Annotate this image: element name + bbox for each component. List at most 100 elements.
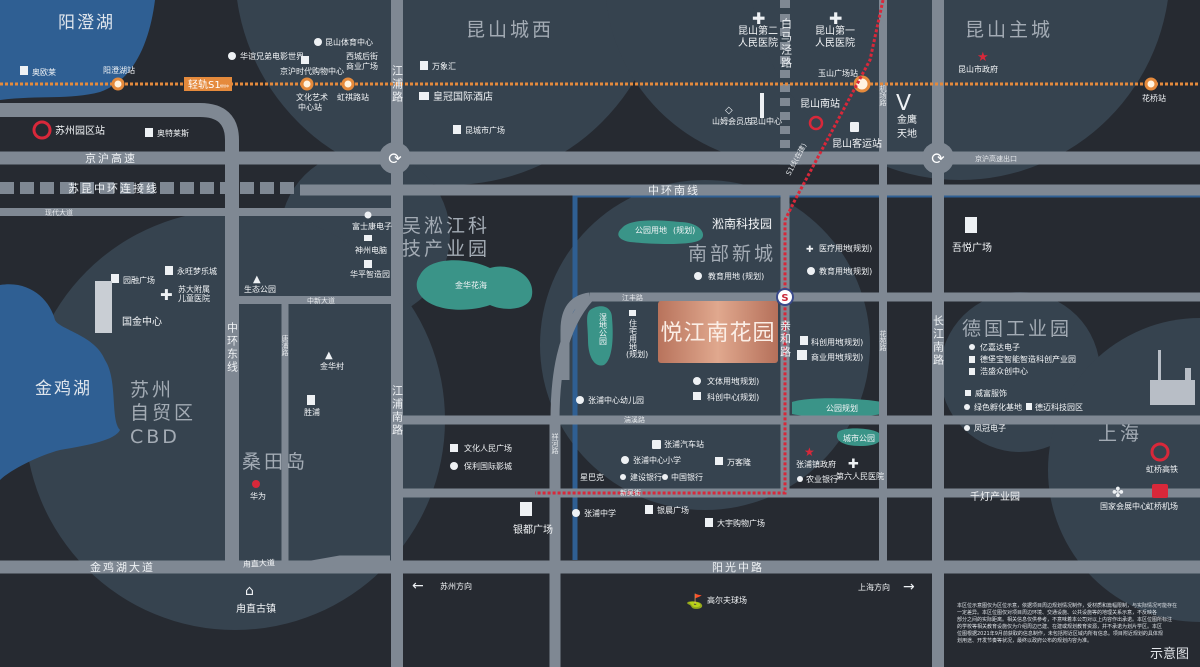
park-land [618,220,704,244]
svg-text:部分之间的实际距离。相关信息仅供参考，不意味着本公司对以上内: 部分之间的实际距离。相关信息仅供参考，不意味着本公司对以上内容作出承诺。本区位图… [957,616,1172,623]
commerce-icon [797,350,807,360]
svg-text:园融广场: 园融广场 [123,275,155,285]
svg-text:金华村: 金华村 [320,361,344,371]
station-hongqi[interactable] [341,77,355,91]
sams-icon: ◇ [725,105,733,116]
shopping-bag-icon [520,502,532,516]
svg-text:金鹰: 金鹰 [897,113,917,126]
svg-text:农业银行: 农业银行 [806,474,838,484]
svg-text:教育用地: 教育用地 [819,266,851,276]
svg-text:昆山主城: 昆山主城 [965,19,1053,41]
svg-text:本区位示意图仅为区位示意，依据项目周边规划情况制作，受材质和: 本区位示意图仅为区位示意，依据项目周边规划情况制作，受材质和篇幅限制，与实际情况… [957,602,1177,609]
svg-text:中环南线: 中环南线 [648,183,700,197]
svg-text:江浦路: 江浦路 [391,65,404,104]
star-icon: ★ [804,445,815,459]
svg-text:银都广场: 银都广场 [513,523,553,536]
disclaimer: 本区位示意图仅为区位示意，依据项目周边规划情况制作，受材质和篇幅限制，与实际情况… [957,602,1177,644]
svg-text:商业广场: 商业广场 [346,61,378,71]
svg-text:亿嘉达电子: 亿嘉达电子 [980,342,1020,352]
svg-text:皇冠国际酒店: 皇冠国际酒店 [433,90,493,103]
svg-text:昆山客运站: 昆山客运站 [832,137,882,150]
svg-text:张浦中心小学: 张浦中心小学 [633,455,681,465]
svg-text:第六人民医院: 第六人民医院 [836,471,884,481]
svg-text:德迈科技园区: 德迈科技园区 [1035,402,1083,412]
rail-stations: 阳澄湖站 文化艺术 中心站 虹祺路站 玉山广场站 花桥站 [103,65,1166,112]
svg-text:虹桥高铁: 虹桥高铁 [1146,464,1178,474]
project-marker[interactable]: 悦江南花园 [658,301,778,363]
parks [416,220,882,446]
svg-text:张浦中学: 张浦中学 [584,508,616,518]
park-icon: ▲ [253,274,261,285]
svg-text:玉山广场站: 玉山广场站 [818,68,858,78]
svg-text:永旺梦乐城: 永旺梦乐城 [177,266,217,276]
svg-text:⟳: ⟳ [388,149,402,168]
chip-icon [964,425,970,431]
svg-text:张浦汽车站: 张浦汽车站 [664,439,704,449]
svg-text:(规划): (规划) [850,243,872,253]
park-city [836,428,881,446]
svg-text:科创中心: 科创中心 [707,392,739,402]
svg-text:白马泾路: 白马泾路 [780,17,793,70]
svg-text:位图根据2021年9月前获取的信息制作，未包括附近区域内所有: 位图根据2021年9月前获取的信息制作，未包括附近区域内所有信息。项目附近规划的… [957,630,1163,637]
svg-text:亲和路: 亲和路 [779,319,792,359]
svg-text:儿童医院: 儿童医院 [178,293,210,303]
svg-text:(规划): (规划) [737,392,759,402]
metro-icon: S [776,288,794,306]
building-icon [111,274,119,283]
svg-text:(规划): (规划) [850,266,872,276]
hospital-icon: ✚ [829,9,842,28]
svg-text:千灯产业园: 千灯产业园 [970,490,1020,503]
star-icon: ★ [977,50,989,65]
station-wenhua[interactable] [300,77,314,91]
svg-text:国金中心: 国金中心 [122,315,162,328]
building-icon [301,56,309,64]
station-huaqiao[interactable] [1144,77,1158,91]
stadium-icon [314,38,322,46]
svg-text:山姆会员店: 山姆会员店 [712,116,752,126]
clover-icon: ✤ [1112,485,1124,501]
svg-text:昆山中心: 昆山中心 [750,116,782,126]
building-icon [307,395,315,405]
svg-text:商业用地: 商业用地 [811,352,843,362]
svg-text:生态公园: 生态公园 [244,284,276,294]
education-icon [693,377,701,385]
svg-text:昆山体育中心: 昆山体育中心 [325,37,373,47]
eagle-icon: ᐯ [896,91,911,116]
hospital-icon: ✚ [848,457,859,472]
interchange-icon: ⟳ [379,142,411,174]
svg-text:住宅用地: 住宅用地 [629,318,638,351]
svg-text:人民医院: 人民医院 [738,36,778,49]
svg-text:昆山市政府: 昆山市政府 [958,64,998,74]
svg-text:金鸡湖: 金鸡湖 [35,379,92,399]
svg-text:凤冠电子: 凤冠电子 [974,423,1006,433]
svg-text:昆城市广场: 昆城市广场 [465,125,505,135]
station-yangchenghu[interactable] [111,77,125,91]
svg-text:吾悦广场: 吾悦广场 [952,241,992,254]
building-icon [800,336,808,345]
hospital-icon: ✚ [806,245,814,255]
chip-icon [364,211,372,219]
svg-text:文化艺术: 文化艺术 [296,92,328,102]
svg-text:金鸡湖大道: 金鸡湖大道 [90,560,155,574]
svg-text:建设银行: 建设银行 [630,472,662,482]
svg-text:威富服饰: 威富服饰 [975,388,1007,398]
ancient-town-icon: ⌂ [245,583,254,599]
education-icon [621,456,629,464]
arrow-left-icon: ← [412,578,424,594]
skyline-icon [1150,350,1195,405]
svg-text:中国银行: 中国银行 [671,472,703,482]
education-icon [576,396,584,404]
railway-station-icon [808,115,824,131]
svg-text:华平智造园: 华平智造园 [350,269,390,279]
svg-text:长江南路: 长江南路 [932,315,945,367]
svg-text:的学校等相关教育设施仅为介绍周边已建、在建或规划教育资源，并: 的学校等相关教育设施仅为介绍周边已建、在建或规划教育资源，并不承诺为划片学区。本… [957,623,1162,630]
svg-text:新吴街: 新吴街 [620,488,641,497]
svg-text:中心站: 中心站 [298,102,322,112]
park-plan [792,398,882,417]
svg-text:虹祺路站: 虹祺路站 [337,92,369,102]
station-yushan[interactable] [853,75,871,93]
svg-text:京沪时代购物中心: 京沪时代购物中心 [280,66,344,76]
svg-text:文化人民广场: 文化人民广场 [464,443,512,453]
svg-text:自贸区: 自贸区 [130,402,196,424]
